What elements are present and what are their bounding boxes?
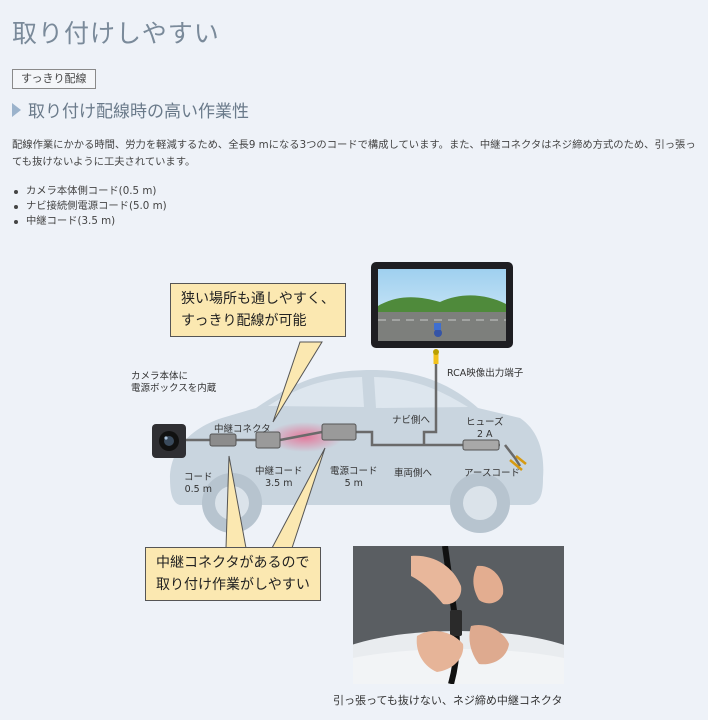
callout-line: 狭い場所も通しやすく、 — [181, 291, 335, 307]
page-title: 取り付けしやすい — [12, 19, 220, 48]
rca-label: RCA映像出力端子 — [447, 368, 524, 379]
relay-connector-label: 中継コネクタ — [214, 424, 271, 435]
to-navi-label: ナビ側へ — [392, 415, 431, 426]
power-cord-label: 電源コード 5 m — [330, 466, 378, 490]
section-heading: 取り付け配線時の高い作業性 — [12, 97, 249, 122]
label-line: 電源コード — [330, 466, 378, 477]
fuse-holder-icon — [462, 439, 500, 451]
list-item: ナビ接続側電源コード(5.0 m) — [12, 199, 167, 214]
ground-cord-label: アースコード — [464, 468, 520, 479]
photo-caption: 引っ張っても抜けない、ネジ締め中継コネクタ — [333, 694, 563, 707]
label-line: 中継コード — [255, 466, 303, 477]
label-line: 2 A — [476, 429, 493, 440]
section-heading-text: 取り付け配線時の高い作業性 — [28, 102, 249, 122]
to-vehicle-label: 車両側へ — [394, 468, 433, 479]
car-silhouette — [170, 370, 544, 533]
label-line: カメラ本体に — [131, 371, 189, 382]
relay-connector-icon — [255, 431, 281, 449]
hands-connector-image — [353, 546, 564, 684]
camera-note-label: カメラ本体に 電源ボックスを内蔵 — [131, 371, 216, 395]
rca-tip — [433, 349, 439, 355]
description-paragraph: 配線作業にかかる時間、労力を軽減するため、全長9 mになる3つのコードで構成して… — [12, 139, 696, 168]
chevron-right-icon — [12, 102, 21, 117]
list-item: 中継コード(3.5 m) — [12, 214, 167, 229]
callout-line: 取り付け作業がしやすい — [156, 577, 310, 593]
fuse-label: ヒューズ 2 A — [466, 417, 504, 441]
callout-pointer — [272, 341, 323, 423]
label-line: 3.5 m — [265, 478, 293, 489]
callout-line: すっきり配線が可能 — [181, 313, 307, 329]
label-line: 電源ボックスを内蔵 — [131, 383, 217, 394]
label-line: 5 m — [344, 478, 363, 489]
connector-photo — [353, 546, 564, 684]
label-line: コード — [184, 472, 213, 483]
cord-label: コード 0.5 m — [184, 472, 213, 496]
relay-connector-icon — [321, 423, 357, 441]
list-item: カメラ本体側コード(0.5 m) — [12, 184, 167, 199]
camera-icon — [152, 424, 186, 458]
ground-terminal-icon — [509, 455, 527, 471]
callout-line: 中継コネクタがあるので — [156, 555, 310, 571]
label-line: 0.5 m — [184, 484, 212, 495]
callout-top: 狭い場所も通しやすく、 すっきり配線が可能 — [170, 283, 346, 337]
category-tag: すっきり配線 — [12, 69, 96, 89]
relay-cord-label: 中継コード 3.5 m — [255, 466, 303, 490]
monitor-icon — [371, 262, 513, 348]
callout-bottom: 中継コネクタがあるので 取り付け作業がしやすい — [145, 547, 321, 601]
connector-icon — [209, 433, 237, 447]
cord-list: カメラ本体側コード(0.5 m) ナビ接続側電源コード(5.0 m) 中継コード… — [12, 184, 167, 229]
label-line: ヒューズ — [466, 417, 504, 428]
